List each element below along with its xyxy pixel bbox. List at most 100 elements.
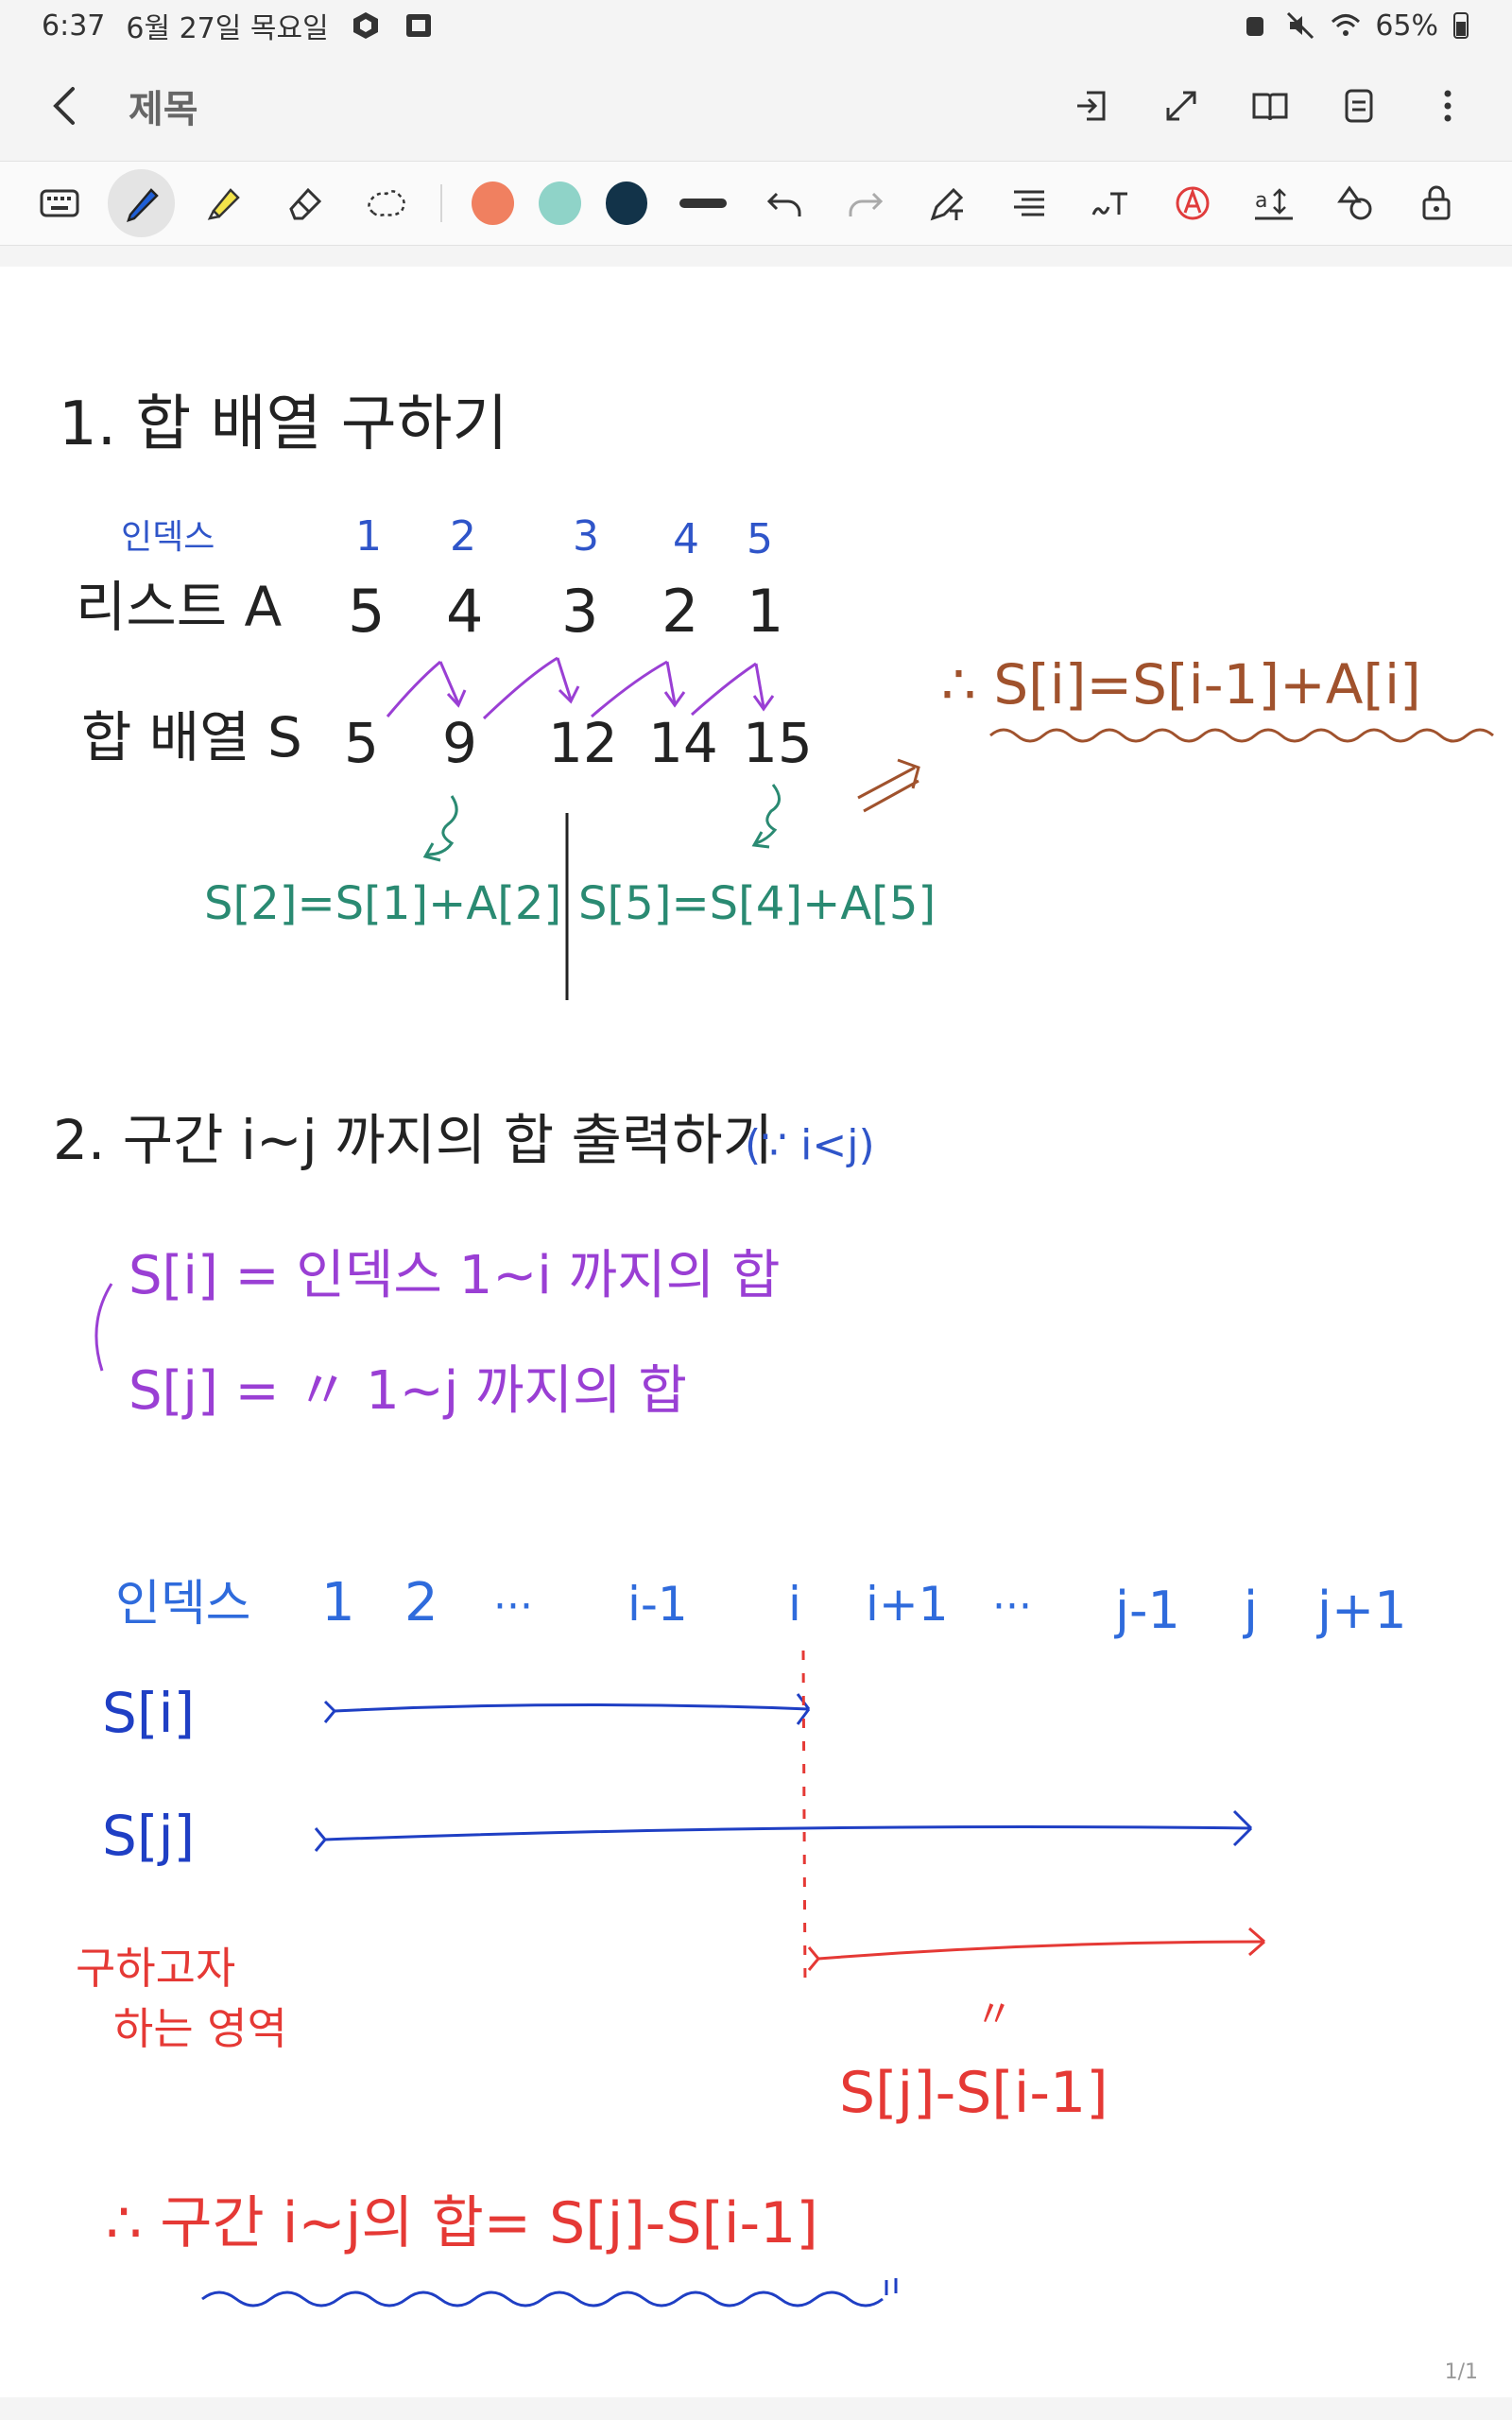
align-text-tool[interactable] bbox=[996, 169, 1062, 237]
range-index-dots-2: ··· bbox=[992, 1582, 1032, 1631]
example-arrows bbox=[422, 784, 781, 862]
note-header: 제목 bbox=[0, 66, 1512, 146]
eraser-tool[interactable] bbox=[271, 169, 337, 237]
list-page-icon bbox=[1345, 89, 1373, 123]
battery-icon bbox=[1453, 12, 1469, 39]
highlighter-tool[interactable] bbox=[190, 169, 256, 237]
redo-button[interactable] bbox=[833, 169, 899, 237]
handwriting-layer: 1. 합 배열 구하기 인덱스 1 2 3 4 5 리스트 A 5 4 3 2 … bbox=[53, 389, 1494, 2308]
status-bar: 6:37 6월 27일 목요일 65% bbox=[0, 0, 1512, 51]
redo-icon bbox=[849, 192, 884, 216]
more-vertical-icon bbox=[1444, 90, 1452, 122]
equals-mark: 〃 bbox=[975, 1993, 1013, 2036]
section2-condition: (∵ i<j) bbox=[745, 1121, 875, 1169]
range-index-i-plus-1: i+1 bbox=[866, 1577, 949, 1632]
range-index-dots-1: ··· bbox=[493, 1582, 533, 1631]
example-eq-right: S[5]=S[4]+A[5] bbox=[578, 877, 936, 930]
text-color-icon bbox=[1176, 186, 1210, 220]
target-label-line1: 구하고자 bbox=[76, 1943, 235, 1994]
conclusion-end-mark bbox=[885, 2278, 898, 2295]
keyboard-icon bbox=[40, 189, 79, 217]
highlighter-icon bbox=[207, 188, 240, 220]
list-a-2: 4 bbox=[446, 577, 483, 646]
book-icon bbox=[1252, 93, 1288, 121]
index-5: 5 bbox=[747, 515, 773, 563]
list-a-4: 2 bbox=[662, 577, 698, 646]
range-index-j: j bbox=[1243, 1581, 1258, 1640]
sj-range-arrow bbox=[314, 1809, 1253, 1852]
conclusion-formula: ∴ 구간 i~j의 합= S[j]-S[i-1] bbox=[106, 2190, 818, 2256]
shape-text-tool[interactable] bbox=[915, 169, 981, 237]
range-index-label: 인덱스 bbox=[115, 1576, 251, 1633]
more-options-button[interactable] bbox=[1421, 79, 1474, 132]
index-1: 1 bbox=[355, 512, 382, 561]
reading-mode-button[interactable] bbox=[1244, 79, 1297, 132]
shapes-icon bbox=[1337, 185, 1372, 220]
status-date: 6월 27일 목요일 bbox=[126, 12, 329, 45]
difference-expression: S[j]-S[i-1] bbox=[839, 2060, 1108, 2126]
row-si-label: S[i] bbox=[102, 1681, 195, 1745]
example-eq-left: S[2]=S[1]+A[2] bbox=[204, 877, 561, 930]
battery-percent: 65% bbox=[1375, 9, 1438, 43]
handwriting-convert-icon bbox=[1091, 192, 1128, 216]
range-index-i-minus-1: i-1 bbox=[627, 1577, 688, 1632]
si-range-arrow bbox=[323, 1693, 811, 1725]
lock-icon bbox=[1422, 185, 1451, 220]
lasso-tool[interactable] bbox=[352, 169, 419, 237]
sj-definition: S[j] = 〃 1~j 까지의 합 bbox=[129, 1360, 687, 1422]
target-label-line2: 하는 영역 bbox=[113, 2003, 287, 2054]
pen-toolbar: a bbox=[0, 161, 1512, 246]
split-dotted-line bbox=[801, 1650, 807, 1992]
undo-button[interactable] bbox=[751, 169, 817, 237]
lasso-icon bbox=[367, 190, 405, 216]
svg-text:a: a bbox=[1255, 189, 1267, 213]
chevron-left-icon bbox=[53, 87, 75, 125]
color-swatch-navy[interactable] bbox=[605, 182, 648, 225]
pen-icon bbox=[126, 188, 159, 222]
back-button[interactable] bbox=[38, 79, 91, 132]
import-button[interactable] bbox=[1066, 79, 1119, 132]
index-3: 3 bbox=[573, 512, 599, 561]
note-canvas[interactable]: 1. 합 배열 구하기 인덱스 1 2 3 4 5 리스트 A 5 4 3 2 … bbox=[0, 267, 1512, 2397]
undo-icon bbox=[766, 192, 801, 216]
stroke-width-tool[interactable] bbox=[669, 169, 735, 237]
range-index-j-plus-1: j+1 bbox=[1316, 1581, 1407, 1640]
index-2: 2 bbox=[450, 512, 476, 561]
sum-s-1: 5 bbox=[344, 711, 379, 775]
pen-text-icon bbox=[930, 187, 963, 221]
sum-s-2: 9 bbox=[442, 711, 477, 775]
shapes-tool[interactable] bbox=[1322, 169, 1388, 237]
color-swatch-mint[interactable] bbox=[538, 182, 581, 225]
lock-status-icon bbox=[1246, 17, 1264, 36]
lock-edit-tool[interactable] bbox=[1404, 169, 1470, 237]
toolbar-divider bbox=[439, 184, 442, 222]
text-align-icon bbox=[1014, 190, 1045, 216]
index-label: 인덱스 bbox=[121, 518, 215, 557]
list-a-1: 5 bbox=[348, 577, 385, 646]
section1-title: 1. 합 배열 구하기 bbox=[59, 389, 507, 459]
definition-brace bbox=[94, 1283, 113, 1372]
handwriting-to-text-tool[interactable] bbox=[1077, 169, 1143, 237]
color-swatch-coral[interactable] bbox=[471, 182, 514, 225]
double-arrow bbox=[857, 758, 920, 813]
section2-title: 2. 구간 i~j 까지의 합 출력하기 bbox=[53, 1108, 773, 1172]
text-size-tool[interactable]: a bbox=[1241, 169, 1307, 237]
target-range-arrow bbox=[807, 1927, 1265, 1971]
media-app-icon bbox=[405, 14, 431, 37]
text-style-tool[interactable] bbox=[1160, 169, 1226, 237]
wifi-icon bbox=[1332, 14, 1361, 36]
keyboard-tool[interactable] bbox=[26, 169, 93, 237]
note-title[interactable]: 제목 bbox=[129, 88, 198, 131]
import-icon bbox=[1077, 91, 1106, 121]
cube-app-icon bbox=[352, 12, 378, 39]
expand-icon bbox=[1166, 91, 1196, 121]
mute-icon bbox=[1287, 11, 1314, 40]
accumulate-arrows bbox=[386, 656, 775, 720]
page-indicator: 1/1 bbox=[1444, 2360, 1478, 2384]
pen-tool[interactable] bbox=[108, 169, 175, 237]
formula-underline bbox=[989, 728, 1494, 743]
index-4: 4 bbox=[673, 515, 699, 563]
fullscreen-button[interactable] bbox=[1155, 79, 1208, 132]
page-list-button[interactable] bbox=[1332, 79, 1385, 132]
list-a-5: 1 bbox=[747, 577, 783, 646]
